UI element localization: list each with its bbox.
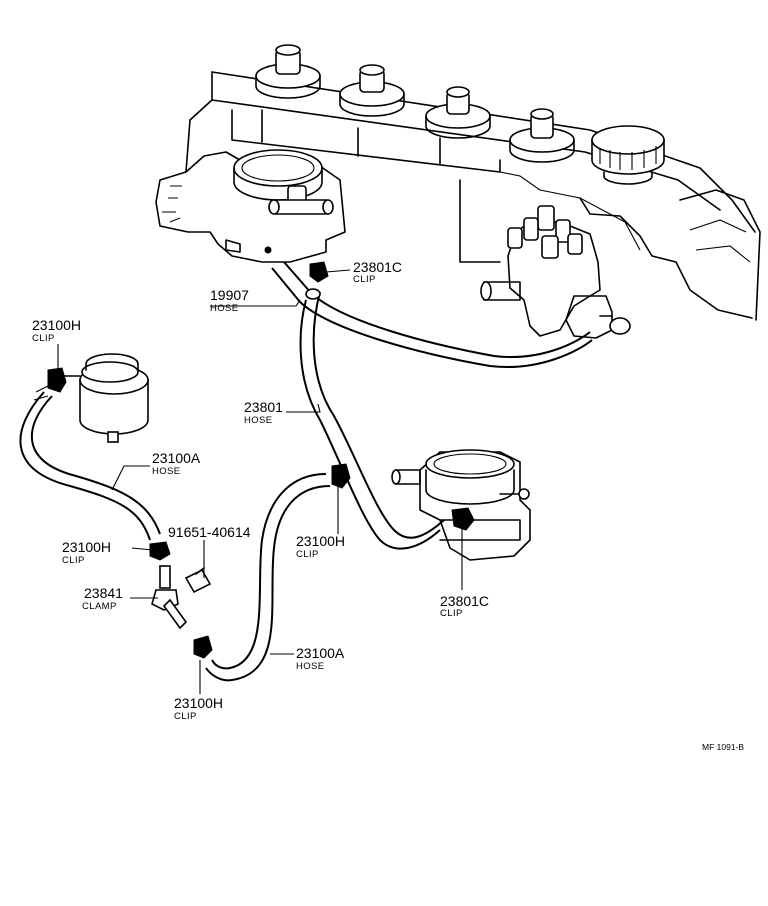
- clip-23100h-left-shape: [33, 367, 67, 401]
- part-name: HOSE: [296, 661, 325, 672]
- label-23100h-bottom: 23100H CLIP: [174, 695, 223, 722]
- label-23801c-top: 23801C CLIP: [353, 259, 402, 285]
- part-number: 19907: [210, 287, 249, 303]
- label-23100h-mid: 23100H CLIP: [62, 539, 111, 566]
- spark-plug-1: [255, 44, 321, 99]
- part-number: 23100H: [62, 539, 111, 555]
- union-91651: [184, 567, 212, 594]
- oil-filler-cap: [591, 125, 665, 185]
- engine-block: [155, 44, 761, 339]
- intake-manifold: [155, 149, 346, 263]
- part-name: HOSE: [152, 466, 181, 477]
- diagram-code: MF 1091-B: [702, 742, 744, 752]
- part-name: HOSE: [210, 303, 239, 314]
- part-number: 23841: [84, 585, 123, 601]
- spark-plug-3: [425, 86, 491, 139]
- clip-23801c-top-shape: [309, 261, 329, 283]
- distributor: [480, 205, 631, 339]
- hose-19907-line: [271, 261, 593, 368]
- part-number: 23100A: [152, 450, 201, 466]
- label-23100h-right: 23100H CLIP: [296, 533, 345, 560]
- hose-23100a-upper-line: [19, 391, 161, 541]
- label-23801c-pump: 23801C CLIP: [440, 593, 489, 619]
- clip-23100h-mid-shape: [149, 541, 171, 561]
- part-name: CLIP: [296, 549, 319, 560]
- part-name: HOSE: [244, 415, 273, 426]
- clip-23801c-pump-shape: [451, 507, 475, 531]
- fuel-pump: [391, 449, 531, 561]
- leader-lines: [57, 269, 463, 694]
- label-23100a-lower: 23100A HOSE: [296, 645, 345, 672]
- part-number: 23100H: [174, 695, 223, 711]
- fuel-filter: [63, 353, 149, 443]
- part-number: 23801C: [440, 593, 489, 609]
- hose-23100a-lower-line: [205, 473, 331, 682]
- part-number: 91651-40614: [168, 524, 251, 540]
- clip-23100h-bottom-shape: [193, 635, 213, 659]
- label-23801: 23801 HOSE: [244, 399, 283, 426]
- label-91651: 91651-40614: [168, 524, 251, 540]
- label-23100h-left: 23100H CLIP: [32, 317, 81, 344]
- part-name: CLIP: [440, 608, 463, 619]
- label-19907: 19907 HOSE: [210, 287, 249, 314]
- part-number: 23100H: [32, 317, 81, 333]
- label-23100a-upper: 23100A HOSE: [152, 450, 201, 477]
- clip-23100h-right-shape: [331, 463, 351, 489]
- part-name: CLIP: [353, 274, 376, 285]
- part-number: 23801C: [353, 259, 402, 275]
- part-number: 23100A: [296, 645, 345, 661]
- part-number: 23801: [244, 399, 283, 415]
- part-name: CLIP: [62, 555, 85, 566]
- part-name: CLIP: [174, 711, 197, 722]
- label-23841: 23841 CLAMP: [82, 585, 123, 612]
- part-number: 23100H: [296, 533, 345, 549]
- part-name: CLIP: [32, 333, 55, 344]
- part-name: CLAMP: [82, 601, 117, 612]
- spark-plug-4: [509, 108, 575, 163]
- clamp-23841-shape: [151, 565, 188, 630]
- spark-plug-2: [339, 64, 405, 117]
- hose-23801-line: [299, 288, 445, 550]
